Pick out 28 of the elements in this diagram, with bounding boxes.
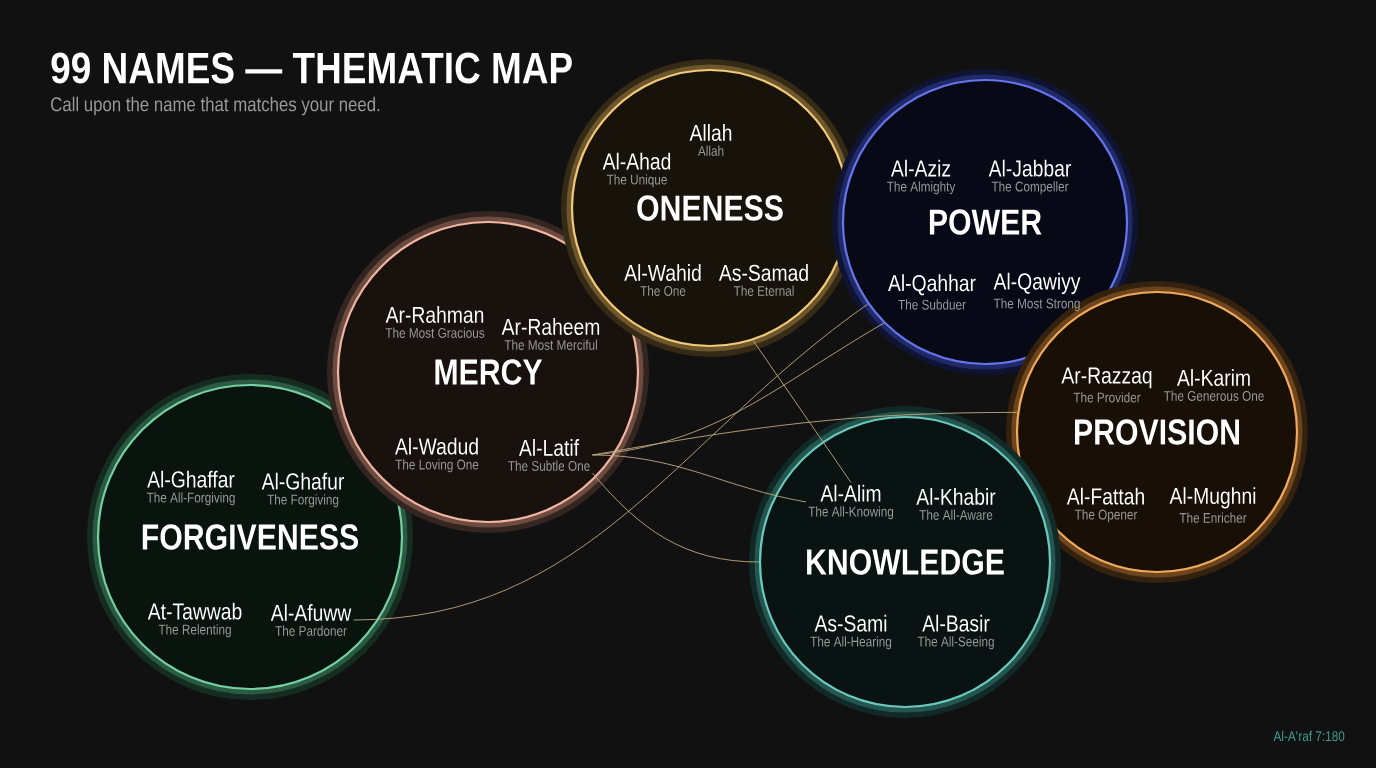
title: 99 NAMES — THEMATIC MAP (51, 52, 572, 84)
connector-line (591, 454, 807, 503)
name-label: Al-Khabir The All-Aware (916, 488, 996, 520)
name-label: Al-Alim The All-Knowing (808, 484, 894, 520)
name-label: At-Tawwab The Relenting (147, 602, 242, 638)
name-label: Al-Ahad The Unique (602, 152, 671, 188)
connector-line (591, 411, 1018, 456)
name-label: Ar-Rahman The Most Gracious (385, 306, 485, 338)
name-label: Al-Ghaffar The All-Forgiving (146, 470, 235, 506)
name-label: Al-Mughni The Enricher (1169, 487, 1256, 523)
name-label: Al-Latif The Subtle One (508, 439, 590, 471)
name-label: Al-Jabbar The Compeller (988, 159, 1071, 195)
subtitle: Call upon the name that matches your need. (51, 96, 380, 116)
connector-line (591, 322, 885, 456)
name-label: Allah Allah (689, 124, 732, 156)
name-label: Al-Basir The All-Seeing (917, 614, 994, 650)
name-label: Al-Afuww The Pardoner (270, 604, 352, 636)
name-label: Al-Fattah The Opener (1066, 487, 1144, 523)
connector-line (591, 472, 760, 563)
connector-line (752, 339, 852, 483)
name-label: Al-Aziz The Almighty (886, 159, 956, 195)
name-label: Ar-Raheem The Most Merciful (501, 318, 600, 350)
name-label: As-Sami The All-Hearing (810, 614, 892, 650)
name-label: As-Samad The Eternal (718, 264, 808, 296)
verse-reference: Al-A'raf 7:180 (1273, 730, 1345, 742)
name-label: Al-Qahhar The Subduer (888, 274, 976, 310)
name-label: Al-Karim The Generous One (1163, 369, 1264, 401)
connector-line (353, 303, 869, 621)
